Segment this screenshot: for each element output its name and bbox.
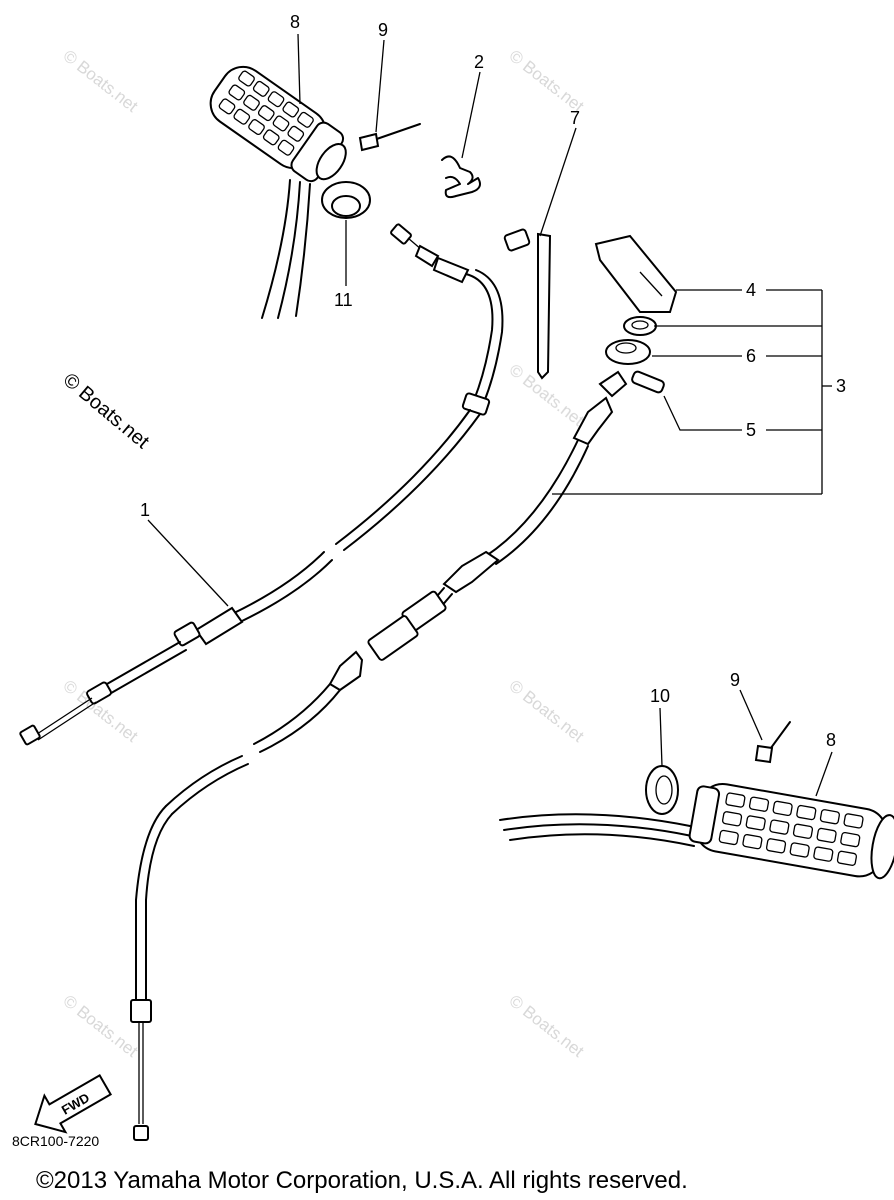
- throttle-lever-assembly: [594, 234, 678, 394]
- callout-10: 10: [650, 686, 670, 706]
- callouts: 8 9 2 7 11 4 6 3 5 1 10 9 8: [140, 12, 846, 750]
- callout-2: 2: [474, 52, 484, 72]
- callout-11: 11: [334, 290, 353, 310]
- fwd-arrow: FWD: [34, 1073, 113, 1134]
- watermark-faint: © Boats.net: [60, 46, 142, 116]
- callout-8-top: 8: [290, 12, 300, 32]
- grip-right: [499, 721, 894, 880]
- callout-9-bottom: 9: [730, 670, 740, 690]
- callout-8-bottom: 8: [826, 730, 836, 750]
- watermark-faint: © Boats.net: [60, 991, 142, 1061]
- copyright: ©2013 Yamaha Motor Corporation, U.S.A. A…: [36, 1167, 688, 1194]
- diagram-code: 8CR100-7220: [12, 1133, 99, 1149]
- callout-3: 3: [836, 376, 846, 396]
- callout-5: 5: [746, 420, 756, 440]
- grip-left: [209, 65, 421, 319]
- callout-1: 1: [140, 500, 150, 520]
- watermark-faint: © Boats.net: [506, 46, 588, 116]
- watermark-faint: © Boats.net: [506, 991, 588, 1061]
- throttle-cable: [130, 370, 628, 1141]
- tie-wrap-7: [503, 228, 552, 380]
- cable-1: [19, 223, 504, 746]
- watermark-main: © Boats.net: [59, 369, 154, 453]
- callout-9-top: 9: [378, 20, 388, 40]
- callout-6: 6: [746, 346, 756, 366]
- watermark-faint: © Boats.net: [506, 676, 588, 746]
- leader-lines: [147, 33, 833, 797]
- clip-2: [441, 155, 481, 199]
- callout-7: 7: [570, 108, 580, 128]
- callout-4: 4: [746, 280, 756, 300]
